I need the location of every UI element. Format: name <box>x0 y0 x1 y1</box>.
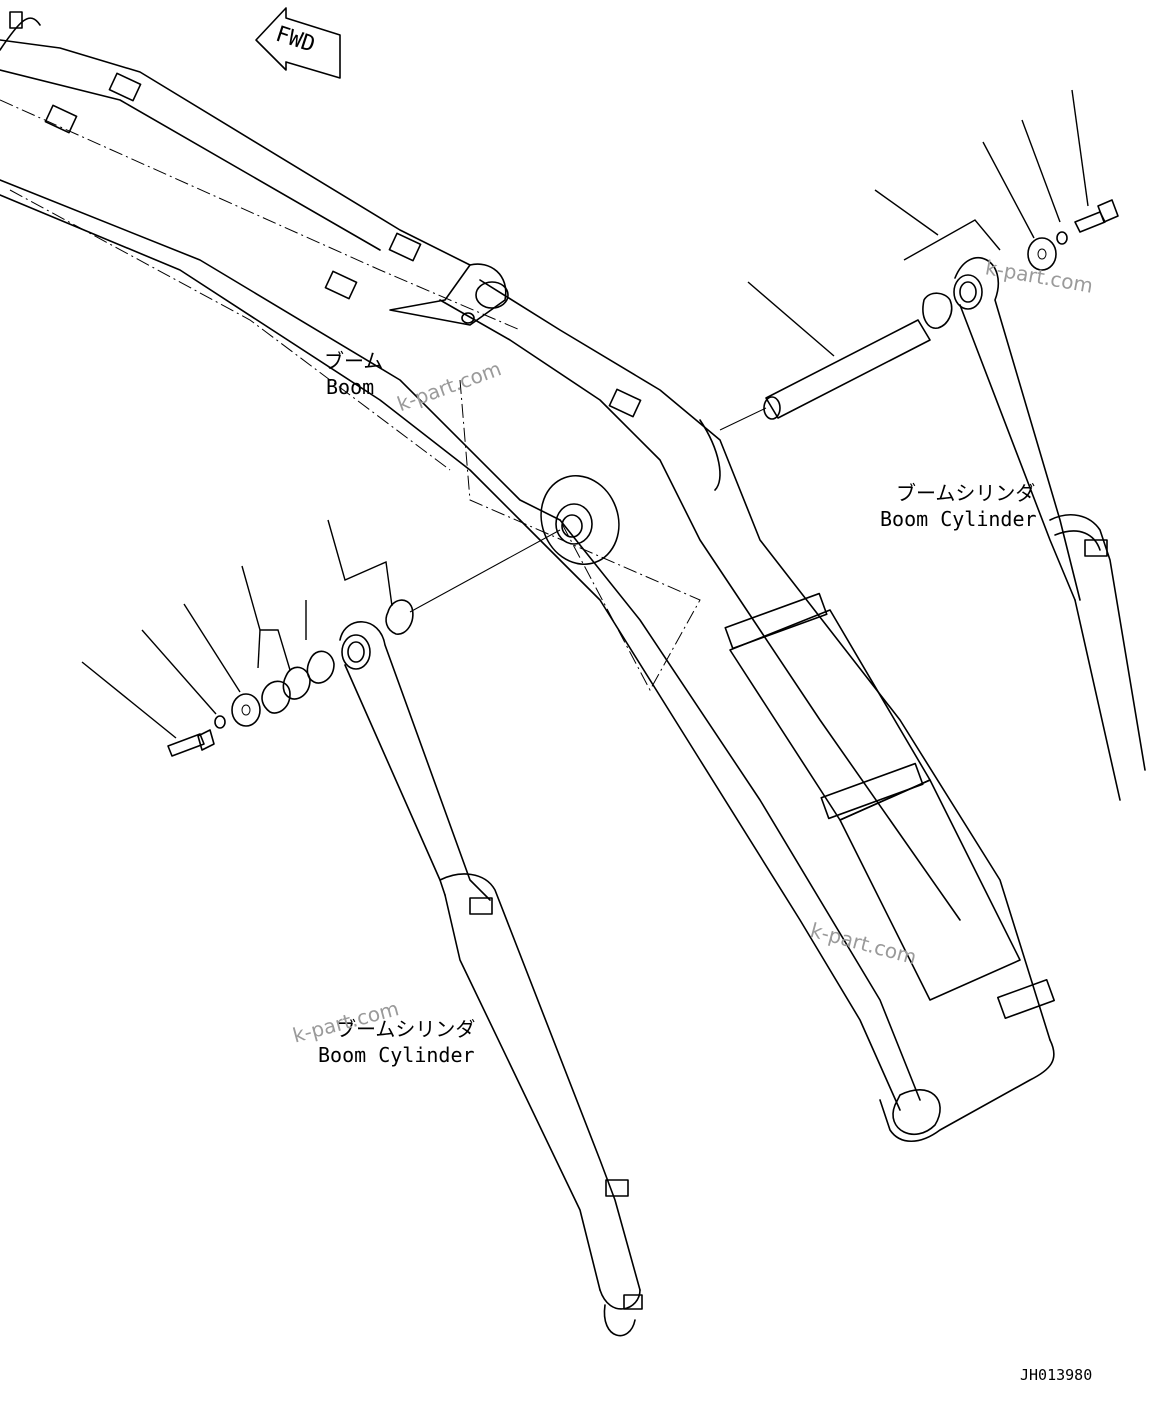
left-leader-lines <box>81 519 393 739</box>
boom-cylinder-right-label-en: Boom Cylinder <box>880 507 1037 531</box>
boom-structure <box>0 11 1055 1143</box>
boom-cylinder-left <box>339 621 643 1337</box>
right-leader-lines <box>747 89 1089 357</box>
boom-cylinder-left-label-jp: ブームシリンダ <box>336 1017 475 1041</box>
left-fastener-group <box>167 650 335 757</box>
boom-cylinder-right-label-jp: ブームシリンダ <box>896 481 1035 505</box>
fwd-arrow-icon: FWD <box>255 7 341 79</box>
watermark: k-part.com <box>394 356 505 416</box>
watermark: k-part.com <box>983 255 1094 298</box>
boom-label-jp: ブーム <box>324 349 383 373</box>
right-fastener-group <box>922 199 1119 329</box>
boom-cylinder-left-label-en: Boom Cylinder <box>318 1043 475 1067</box>
boom-pin-left-line <box>385 529 561 635</box>
boom-pin-right <box>719 319 931 431</box>
boom-label-en: Boom <box>326 375 374 399</box>
fwd-label: FWD <box>272 22 318 58</box>
drawing-id: JH013980 <box>1020 1366 1092 1384</box>
boom-cylinder-right <box>953 257 1146 801</box>
